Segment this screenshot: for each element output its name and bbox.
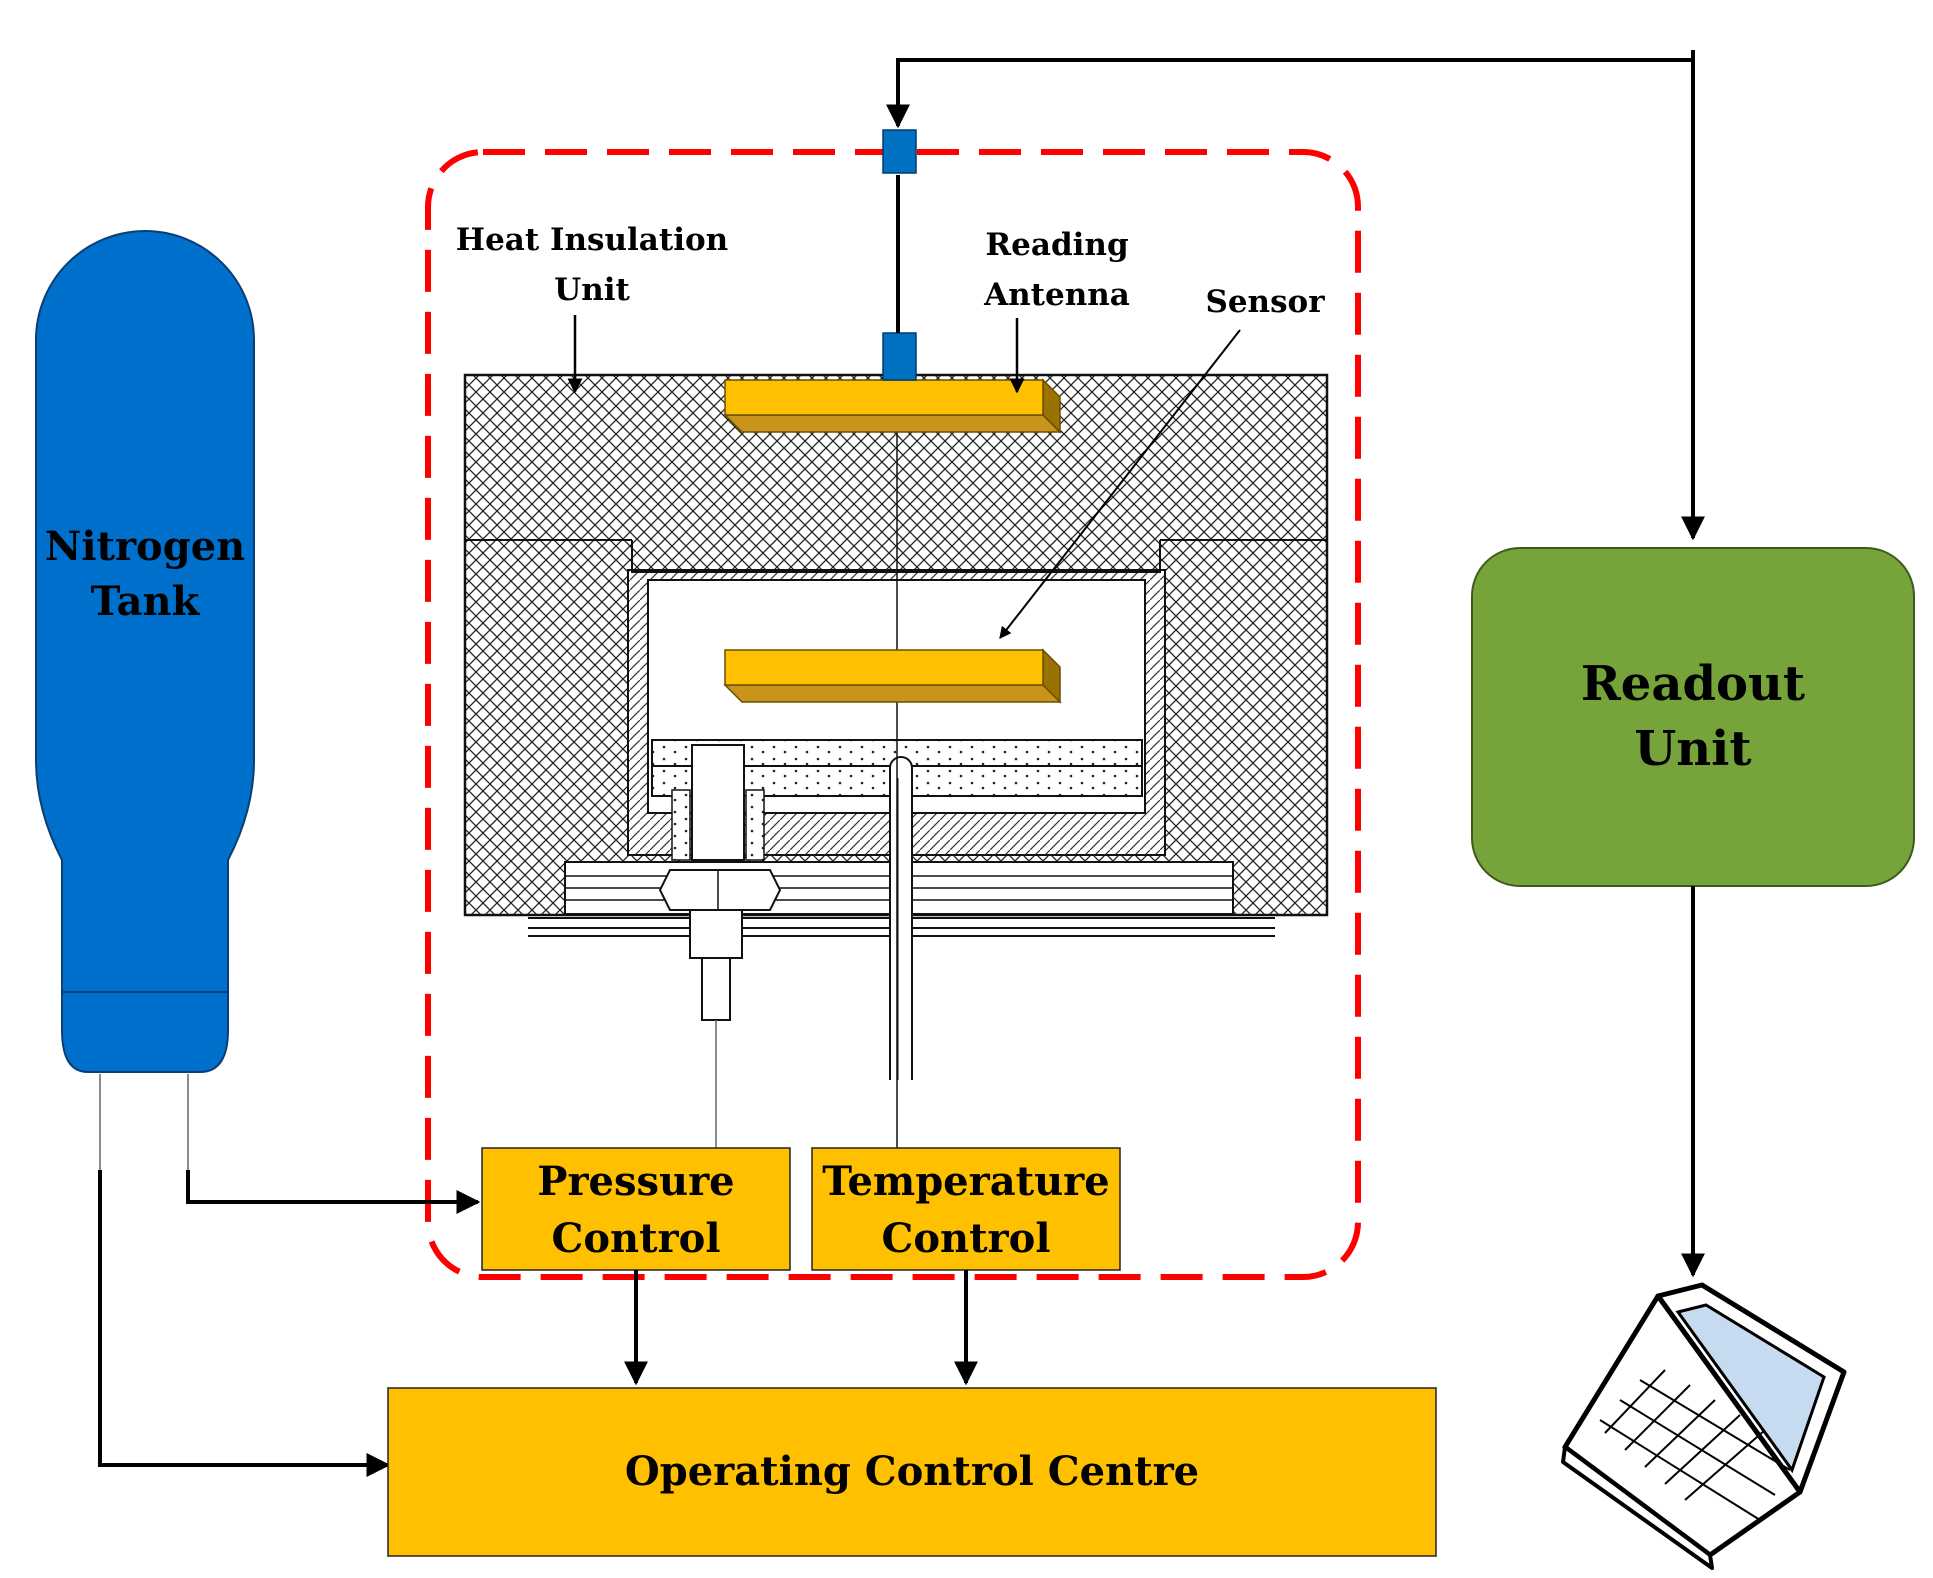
antenna-connector: [882, 332, 917, 381]
reading-antenna-label: Reading: [985, 227, 1128, 263]
readout-unit-label-2: Unit: [1634, 721, 1751, 777]
arrow-tank-to-control-centre: [98, 1170, 391, 1477]
temperature-control-label-2: Control: [881, 1215, 1050, 1262]
operating-control-centre-box: [387, 1387, 1437, 1557]
temperature-control-box: [811, 1147, 1121, 1271]
readout-unit-box: [1471, 547, 1915, 887]
chamber-housing: [463, 373, 1329, 1080]
feedthrough-connector: [882, 129, 917, 174]
sensor-plate: [723, 648, 1062, 704]
laptop-icon: [1561, 1282, 1847, 1570]
nitrogen-tank-label-2: Tank: [91, 578, 201, 625]
arrow-feed-down: [886, 58, 1693, 129]
temperature-control-label: Temperature: [822, 1158, 1109, 1205]
pressure-control-label: Pressure: [537, 1158, 734, 1205]
readout-unit-label: Readout: [1581, 656, 1805, 712]
pressure-control-label-2: Control: [551, 1215, 720, 1262]
sensor-label: Sensor: [1205, 284, 1325, 320]
heat-insulation-label-2: Unit: [554, 272, 630, 308]
pressure-control-box: [481, 1147, 791, 1271]
nitrogen-tank-label: Nitrogen: [45, 523, 246, 570]
reading-antenna-plate: [723, 378, 1062, 434]
heat-insulation-label: Heat Insulation: [456, 222, 728, 258]
nitrogen-tank: [35, 230, 255, 1073]
reading-antenna-label-2: Antenna: [983, 277, 1130, 313]
sensor-pointer: [999, 329, 1241, 639]
arrow-tank-to-pressure: [186, 1170, 481, 1214]
operating-control-centre-label: Operating Control Centre: [625, 1448, 1199, 1495]
